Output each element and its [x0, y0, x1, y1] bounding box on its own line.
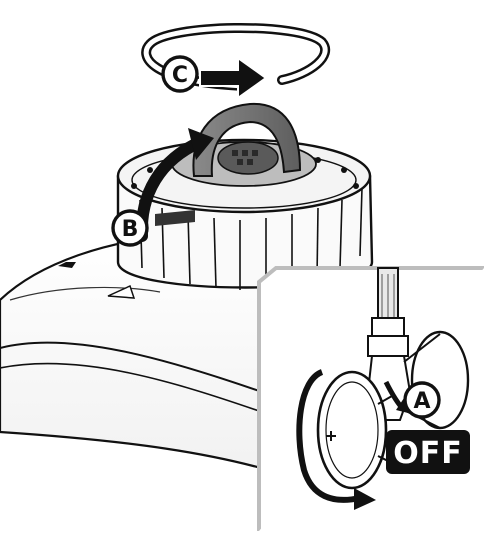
- rotate-arrow-icon: [200, 58, 266, 98]
- callout-b-label: B: [122, 217, 139, 242]
- callout-a-label: A: [413, 389, 430, 414]
- off-badge-label: OFF: [393, 436, 463, 471]
- callout-a: A: [405, 383, 439, 417]
- callout-c-label: C: [172, 63, 188, 88]
- callout-c: C: [163, 57, 197, 91]
- callout-b: B: [113, 211, 147, 245]
- off-badge: OFF: [386, 430, 470, 474]
- valve-inset: A OFF: [259, 268, 484, 531]
